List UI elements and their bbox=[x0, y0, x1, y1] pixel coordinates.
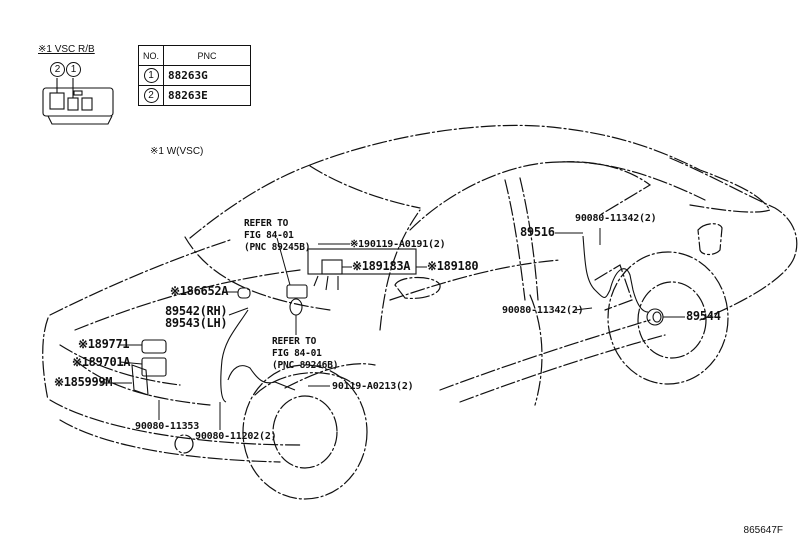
row-number: 2 bbox=[143, 88, 159, 103]
connector-title: ※1 VSC R/B bbox=[38, 44, 95, 55]
header-no: NO. bbox=[137, 45, 165, 66]
rear-window bbox=[559, 161, 652, 216]
connector-pin-2 bbox=[49, 92, 65, 110]
fuel-door bbox=[697, 223, 723, 256]
callout-90119-a0191: ※190119-A0191(2) bbox=[350, 239, 446, 250]
rear-bumper bbox=[699, 254, 796, 321]
headlight bbox=[59, 344, 181, 386]
callout-90080-11202: 90080-11202(2) bbox=[195, 431, 277, 442]
part-86652a bbox=[237, 287, 251, 299]
trunk-edge bbox=[689, 204, 771, 213]
callout-89183a: ※189183A bbox=[352, 259, 411, 273]
callout-86652a: ※186652A bbox=[170, 284, 229, 298]
side-line bbox=[389, 259, 561, 301]
callout-89771: ※189771 bbox=[78, 337, 130, 351]
mirror bbox=[394, 276, 441, 300]
rocker-2 bbox=[459, 334, 666, 403]
b-pillar-2 bbox=[519, 177, 539, 301]
front-speed-sensor-harness bbox=[220, 309, 296, 403]
note-w-vsc: ※1 W(VSC) bbox=[150, 146, 204, 157]
connector-latch bbox=[73, 90, 83, 96]
front-wheel-outer bbox=[242, 364, 368, 500]
connector-bottom bbox=[47, 115, 113, 125]
row-pnc: 88263G bbox=[163, 65, 252, 86]
sensor-89245b bbox=[286, 284, 308, 299]
callout-89542: 89542(RH) bbox=[165, 304, 228, 318]
callout-90080-11353: 90080-11353 bbox=[135, 421, 200, 432]
rocker bbox=[439, 319, 651, 391]
part-89771 bbox=[141, 339, 167, 354]
door-front-edge bbox=[529, 294, 543, 406]
sensor-bracket-dash bbox=[594, 264, 633, 311]
part-85999m bbox=[131, 364, 149, 396]
front-face bbox=[42, 317, 49, 401]
callout-89180: ※189180 bbox=[427, 259, 479, 273]
callout-89701a: ※189701A bbox=[72, 355, 131, 369]
rear-speed-sensor-harness bbox=[582, 235, 649, 313]
connector-pin-3 bbox=[81, 97, 93, 111]
grille bbox=[74, 359, 211, 406]
b-pillar bbox=[504, 179, 526, 301]
callout-90119-a0213: 90119-A0213(2) bbox=[332, 381, 414, 392]
figure-number: 865647F bbox=[743, 525, 783, 536]
fender-front bbox=[284, 363, 376, 389]
rear-wheel-inner bbox=[637, 281, 707, 359]
header-pnc: PNC bbox=[163, 45, 252, 66]
windshield-inner bbox=[309, 165, 421, 209]
front-wheel-inner bbox=[272, 395, 338, 469]
callout-refer-89246b: REFER TO FIG 84-01 (PNC 89246B) bbox=[272, 336, 339, 371]
callout-90080-11342-top: 90080-11342(2) bbox=[575, 213, 657, 224]
row-number: 1 bbox=[143, 68, 159, 83]
windshield-base bbox=[189, 164, 311, 239]
table-row: 1 88263G bbox=[137, 65, 252, 86]
door-top bbox=[409, 161, 706, 231]
front-bumper bbox=[49, 399, 301, 446]
spiral-89246b bbox=[289, 298, 303, 316]
front-wheel-arch bbox=[254, 372, 356, 396]
pin-label-1: 1 bbox=[66, 62, 81, 77]
table-header: NO. PNC bbox=[137, 45, 252, 66]
callout-85999m: ※185999M bbox=[54, 375, 113, 389]
a-pillar bbox=[379, 209, 421, 331]
relay-89183a bbox=[321, 259, 343, 275]
connector-body bbox=[42, 87, 114, 117]
pnc-table: NO. PNC 1 88263G 2 88263E bbox=[137, 45, 252, 106]
hood-crease bbox=[184, 236, 331, 311]
hood-right bbox=[74, 269, 301, 331]
hood-left bbox=[49, 239, 231, 316]
table-row: 2 88263E bbox=[137, 85, 252, 106]
relay-bracket-box bbox=[307, 248, 417, 275]
callout-refer-89245b: REFER TO FIG 84-01 (PNC 89245B) bbox=[244, 218, 311, 253]
callout-90080-11342-bottom: 90080-11342(2) bbox=[502, 305, 584, 316]
fog-lamp bbox=[174, 434, 194, 454]
connector-pin-1 bbox=[67, 97, 79, 111]
callout-89543: 89543(LH) bbox=[165, 316, 228, 330]
callout-89544: 89544 bbox=[686, 309, 721, 323]
roof-line bbox=[309, 124, 771, 211]
row-pnc: 88263E bbox=[163, 85, 252, 106]
callout-89516: 89516 bbox=[520, 225, 555, 239]
rear-wheel-outer bbox=[607, 251, 729, 385]
rear-deck bbox=[669, 157, 798, 256]
pin-label-2: 2 bbox=[50, 62, 65, 77]
part-89701a bbox=[141, 357, 167, 377]
